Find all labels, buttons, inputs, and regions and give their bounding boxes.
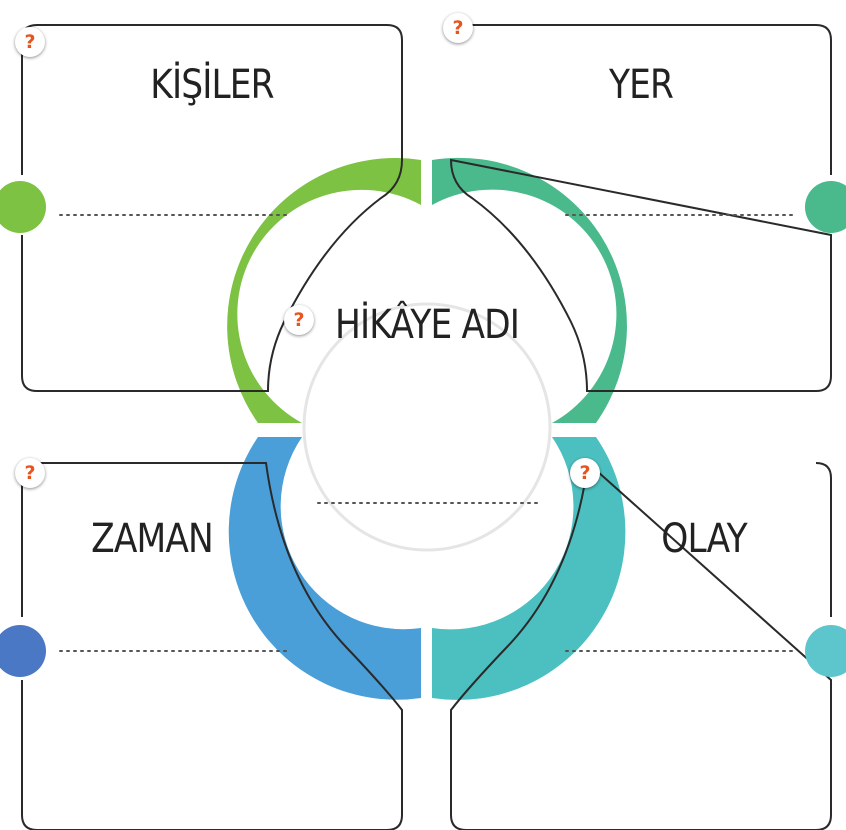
ring-segment-zaman: [228, 437, 421, 700]
kisiler-label: KİŞİLER: [150, 62, 274, 108]
yer-help-icon[interactable]: ?: [443, 13, 473, 43]
yer-color-dot: [805, 181, 846, 233]
ring-segment-kisiler: [227, 158, 421, 423]
title-help-icon[interactable]: ?: [284, 305, 314, 335]
olay-help-icon[interactable]: ?: [570, 458, 600, 488]
zaman-color-dot: [0, 625, 46, 677]
olay-label: OLAY: [661, 516, 747, 562]
center-ring: [227, 157, 627, 700]
kisiler-help-icon[interactable]: ?: [15, 27, 45, 57]
zaman-label: ZAMAN: [91, 516, 214, 562]
olay-color-dot: [805, 625, 846, 677]
zaman-help-icon[interactable]: ?: [15, 458, 45, 488]
kisiler-box-outline: [21, 24, 403, 392]
story-title-label: HİKÂYE ADI: [334, 302, 520, 348]
box-outlines: [21, 24, 832, 830]
ring-segment-yer: [432, 157, 627, 424]
kisiler-color-dot: [0, 181, 46, 233]
ring-inner-shadow: [302, 302, 552, 552]
answer-lines: [59, 214, 797, 652]
yer-label: YER: [608, 62, 674, 108]
ring-segment-olay: [432, 437, 626, 700]
side-dots: [0, 181, 846, 677]
